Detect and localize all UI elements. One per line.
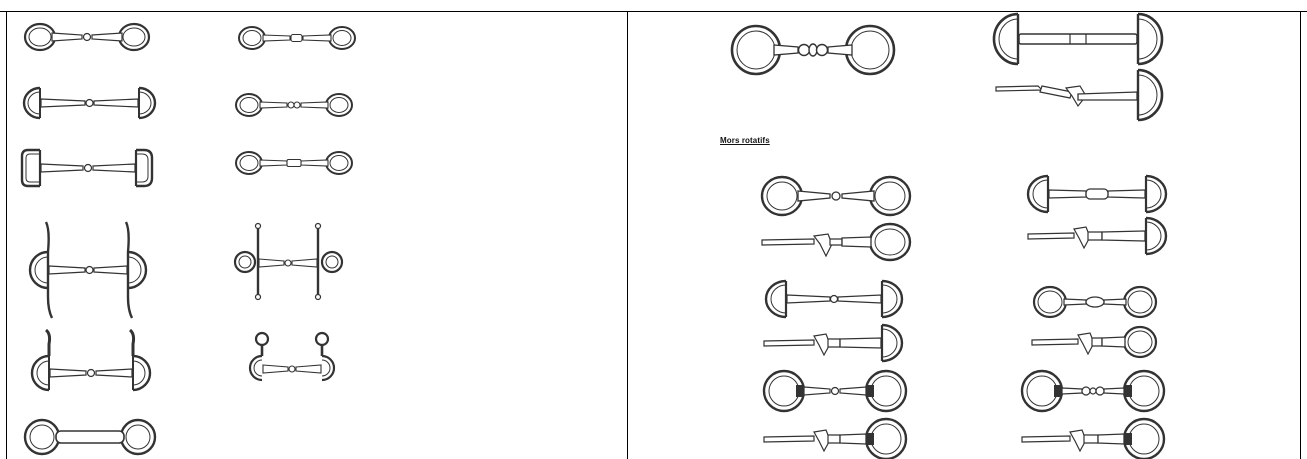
bit-eggbutt-mullen-mouth: [990, 10, 1170, 68]
bit-loose-ring-lozenge: [232, 146, 357, 180]
bit-rotating-ring-single-joint-top: [760, 368, 910, 414]
bit-rotating-loose-ring-single-joint-top: [758, 172, 918, 220]
bit-loose-ring-double-joint: [235, 20, 360, 54]
bit-mullen-mouth-loose-ring: [22, 416, 162, 459]
bit-full-cheek-ring-single-joint: [228, 222, 368, 302]
bit-eggbutt-rotating-side: [990, 66, 1170, 124]
bit-rotating-d-ring-double-joint-top: [1022, 172, 1172, 216]
bit-d-ring-square-single-joint: [18, 146, 158, 190]
bit-rotating-d-ring-double-joint-side: [1022, 214, 1172, 258]
bit-full-cheek-single-joint: [18, 221, 163, 322]
bit-rotating-eggbutt-top: [760, 278, 910, 320]
bit-rotating-eggbutt-side: [760, 322, 910, 364]
bit-rotating-loose-ring-double-side: [1030, 322, 1160, 362]
bit-rotating-ring-single-joint-side: [760, 416, 910, 459]
bit-loose-ring-double-joint-small: [232, 88, 357, 122]
bit-half-cheek-single-joint: [18, 328, 163, 392]
bit-rotating-ring-double-joint-side: [1018, 416, 1168, 459]
bit-rotating-ring-double-joint-top: [1018, 368, 1168, 414]
section-heading: Mors rotatifs: [720, 136, 770, 145]
bit-loose-ring-french-link: [728, 20, 898, 80]
bit-loose-ring-single-joint: [22, 20, 152, 54]
table-column-divider: [627, 11, 628, 459]
table-left-border: [6, 11, 7, 459]
table-right-border: [1300, 11, 1301, 459]
table-top-border: [357, 11, 1307, 12]
bit-eggbutt-single-joint: [22, 84, 157, 122]
bit-half-cheek-loop-single-joint: [230, 330, 360, 384]
table-top-border-left: [0, 11, 357, 12]
bit-rotating-loose-ring-double-top: [1030, 282, 1160, 322]
bit-rotating-loose-ring-single-joint-side: [758, 220, 918, 264]
